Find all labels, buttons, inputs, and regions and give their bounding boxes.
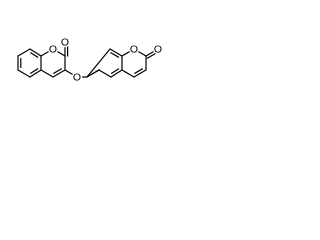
bond-21-inner bbox=[134, 68, 144, 74]
bond-16-inner bbox=[110, 68, 120, 74]
bond-15 bbox=[98, 69, 112, 78]
bond-14-inner bbox=[90, 69, 100, 75]
atom-10-label: O bbox=[61, 37, 69, 49]
bond-0 bbox=[17, 48, 31, 57]
atom-10-background bbox=[59, 36, 71, 48]
atom-22-label: O bbox=[154, 44, 162, 56]
bond-5-inner bbox=[30, 52, 39, 58]
atom-11-label: O bbox=[73, 72, 81, 84]
bond-7-inner bbox=[53, 68, 63, 74]
bond-6 bbox=[40, 69, 54, 78]
bond-2 bbox=[17, 69, 31, 78]
atom-21-label: O bbox=[130, 44, 138, 56]
atom-9-label: O bbox=[49, 44, 57, 56]
bond-7 bbox=[52, 69, 66, 78]
bond-3-inner bbox=[30, 68, 39, 74]
atom-22-background bbox=[152, 43, 164, 55]
bond-18-inner bbox=[110, 52, 120, 58]
atom-21-background bbox=[128, 43, 140, 55]
bond-19 bbox=[86, 48, 111, 78]
atom-9-background bbox=[47, 43, 59, 55]
atom-11-background bbox=[71, 71, 83, 83]
bond-21 bbox=[133, 69, 147, 78]
bond-5 bbox=[29, 48, 42, 57]
bond-16 bbox=[110, 69, 123, 78]
bond-20 bbox=[121, 69, 135, 78]
bond-3 bbox=[29, 69, 42, 78]
bond-18 bbox=[109, 48, 123, 57]
